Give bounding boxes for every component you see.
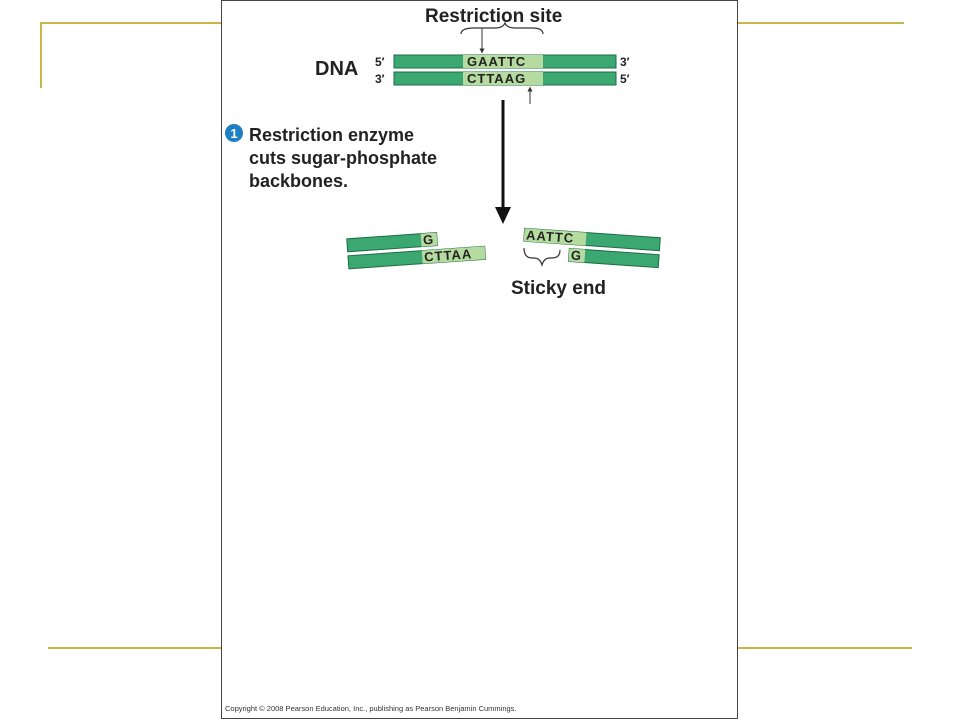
restriction-enzyme-diagram: Restriction site DNA 5′ GAATTC 3′ 3′ CTT… xyxy=(225,6,661,299)
slide-accent-line-left-vertical xyxy=(40,22,42,88)
left-fragment-bottom-sequence: CTTAA xyxy=(424,246,473,264)
step-text-line-1: Restriction enzyme xyxy=(249,125,414,145)
left-fragment-top-sequence: G xyxy=(423,232,435,248)
step-badge-icon xyxy=(225,124,243,142)
slide-accent-line-top-left xyxy=(40,22,222,24)
sticky-end-brace xyxy=(523,247,561,268)
left-dna-fragment: G CTTAA xyxy=(346,232,487,270)
bottom-strand-left-end: 3′ xyxy=(375,72,385,86)
restriction-site-label: Restriction site xyxy=(425,6,562,27)
left-fragment-top-highlight xyxy=(420,232,438,247)
right-dna-fragment: AATTC G xyxy=(523,227,661,269)
right-fragment-bottom-sequence: G xyxy=(570,248,582,264)
bottom-strand-site-highlight xyxy=(463,72,543,85)
step-text-line-3: backbones. xyxy=(249,171,348,191)
top-strand-site-highlight xyxy=(463,55,543,68)
right-fragment-bottom-highlight xyxy=(568,248,586,263)
process-arrow-head-icon xyxy=(495,207,511,224)
right-fragment-top-sequence: AATTC xyxy=(526,227,575,245)
bottom-strand-sequence: CTTAAG xyxy=(467,71,526,86)
dna-label: DNA xyxy=(315,58,358,80)
sticky-end-label: Sticky end xyxy=(511,278,606,299)
step-number: 1 xyxy=(230,126,237,141)
slide-accent-line-bottom-left xyxy=(48,647,222,649)
step-text-line-2: cuts sugar-phosphate xyxy=(249,148,437,168)
bottom-strand-right-end: 5′ xyxy=(620,72,630,86)
top-strand-left-end: 5′ xyxy=(375,55,385,69)
figure-panel: Restriction site DNA 5′ GAATTC 3′ 3′ CTT… xyxy=(221,0,738,719)
top-strand-sequence: GAATTC xyxy=(467,54,526,69)
slide-accent-line-bottom-right xyxy=(738,647,912,649)
right-fragment-top-highlight xyxy=(523,228,587,246)
top-strand-right-end: 3′ xyxy=(620,55,630,69)
restriction-site-brace xyxy=(460,21,544,35)
left-fragment-top-strand xyxy=(346,232,438,253)
left-fragment-bottom-highlight xyxy=(421,246,486,264)
copyright-text: Copyright © 2008 Pearson Education, Inc.… xyxy=(225,704,517,713)
slide-accent-line-top-right xyxy=(738,22,904,24)
